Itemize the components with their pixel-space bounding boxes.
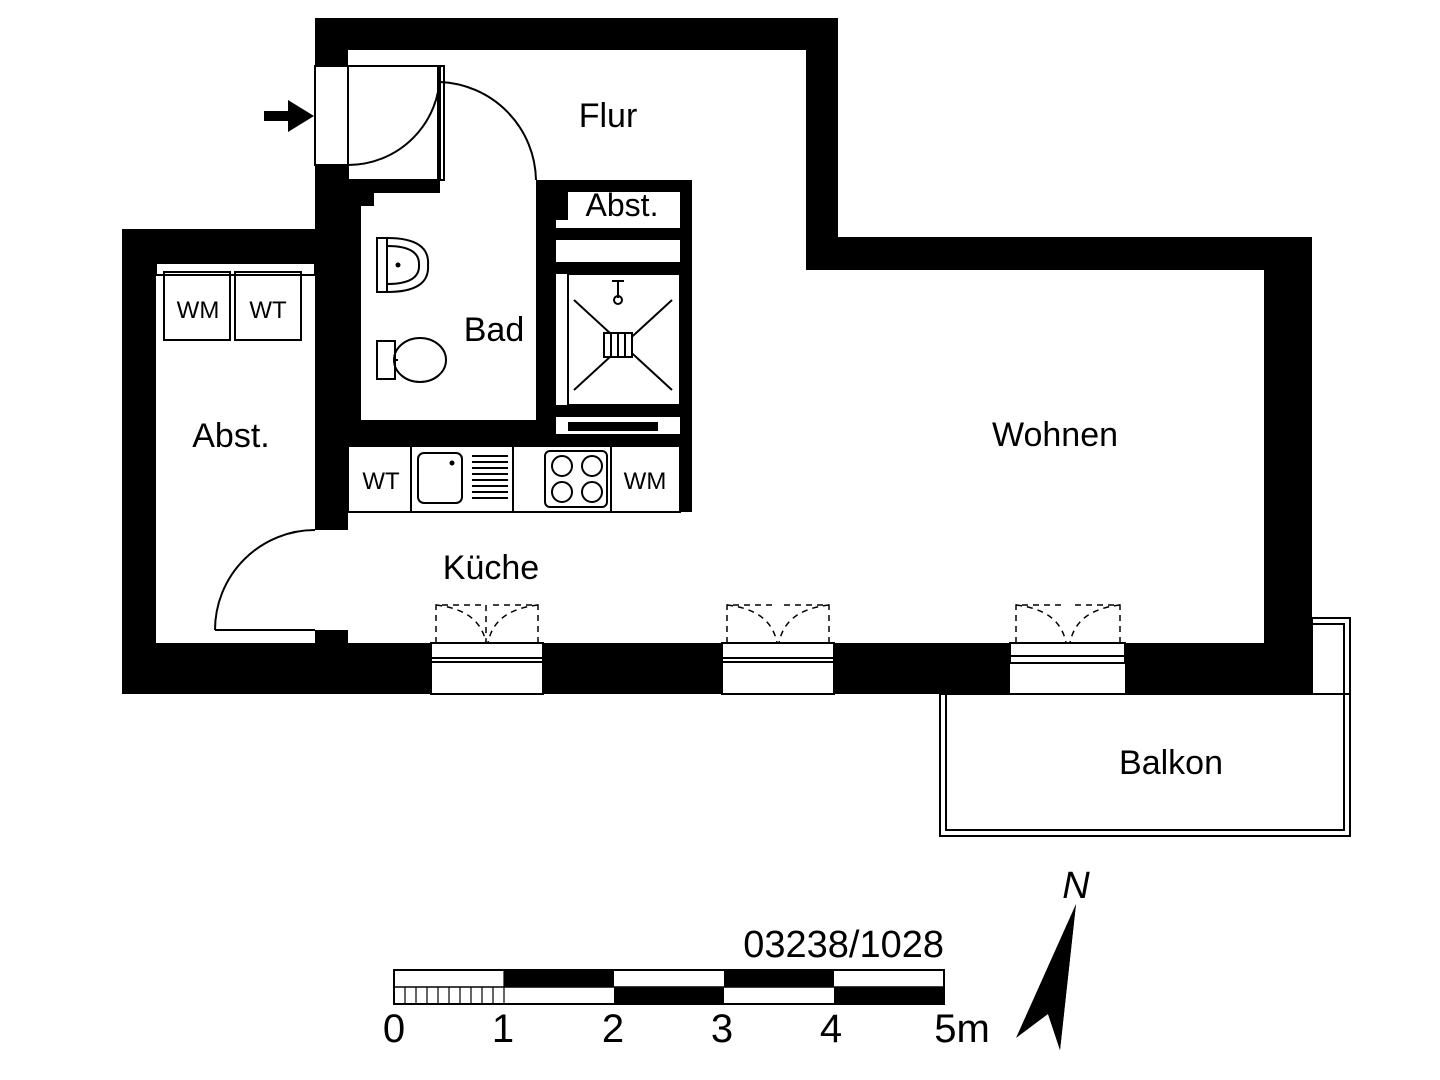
scale-tick-2: 2 (602, 1007, 624, 1051)
washbasin-icon (376, 237, 430, 293)
balcony-door (1009, 604, 1126, 664)
scale-tick-4: 4 (820, 1007, 842, 1051)
window-kueche (430, 604, 544, 695)
scale-tick-1: 1 (492, 1007, 514, 1051)
kitchen-wm-label: WM (624, 468, 667, 495)
plan-number: 03238/1028 (743, 924, 944, 966)
room-label-kueche: Küche (443, 549, 539, 587)
north-label: N (1062, 865, 1090, 907)
bathroom (376, 237, 681, 406)
window-wohnen (721, 604, 835, 695)
kitchen-wt-label: WT (362, 468, 400, 495)
room-label-flur: Flur (579, 97, 638, 135)
abst-wm-label: WM (177, 297, 220, 324)
room-label-wohnen: Wohnen (992, 416, 1118, 454)
room-label-balkon: Balkon (1119, 744, 1223, 782)
room-label-abst-small: Abst. (586, 187, 659, 223)
sink-icon (417, 452, 508, 504)
balcony (939, 617, 1351, 837)
entrance-arrow-icon (264, 100, 314, 132)
entrance-door (314, 65, 537, 181)
room-label-bad: Bad (464, 311, 525, 349)
north-arrow-icon (1016, 904, 1076, 1050)
toilet-icon (376, 337, 447, 383)
scale-tick-0: 0 (383, 1007, 405, 1051)
stove-icon (544, 450, 608, 508)
scale-tick-3: 3 (711, 1007, 733, 1051)
kitchen-counter: WT WM (347, 445, 681, 513)
abst-wt-label: WT (249, 297, 287, 324)
shower-icon (567, 273, 681, 406)
walls (122, 18, 1312, 694)
scale-bar: 0 1 2 3 4 5m (383, 969, 990, 1051)
room-label-abst-large: Abst. (192, 417, 269, 455)
scale-tick-5: 5m (934, 1007, 990, 1051)
abst-storage-left: WM WT (155, 262, 316, 631)
